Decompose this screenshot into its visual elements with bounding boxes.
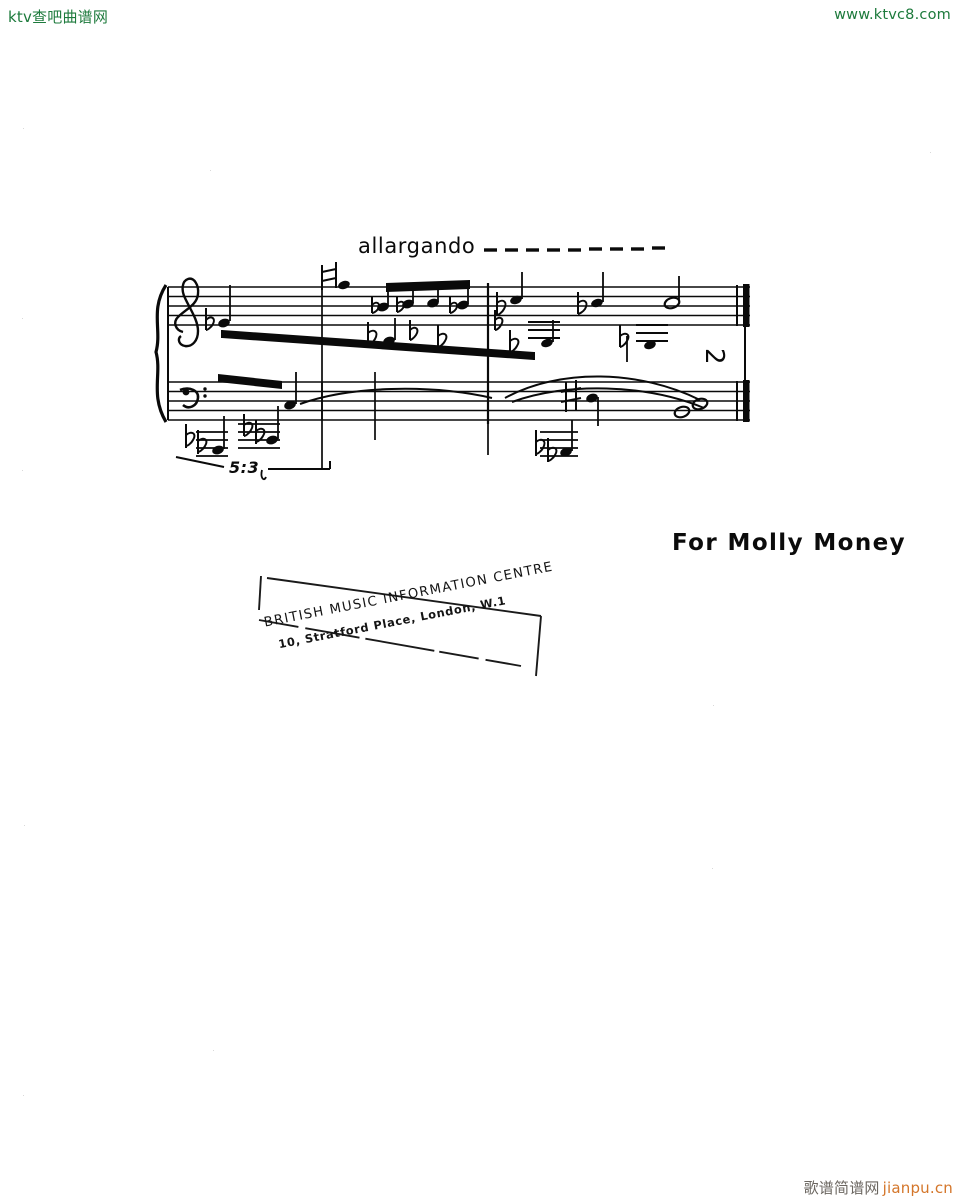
scan-speck: [22, 318, 23, 319]
scan-speck: [210, 170, 211, 171]
pedal-mark: [260, 469, 267, 481]
watermark-top-left: ktv查吧曲谱网: [8, 8, 109, 26]
scan-speck: [22, 470, 23, 471]
dedication-text: For Molly Money: [672, 530, 907, 556]
treble-clef: [174, 277, 200, 348]
watermark-top-right: www.ktvc8.com: [834, 7, 951, 23]
slur: [504, 375, 701, 401]
scan-speck: [23, 1095, 24, 1096]
bass-clef: [179, 387, 207, 409]
scan-speck: [213, 1050, 214, 1051]
final-double-barline: [736, 284, 750, 422]
slur: [511, 387, 705, 409]
stamp-border: [258, 575, 542, 677]
system-brace: [154, 284, 168, 423]
bass-staff-lines: [168, 381, 750, 421]
scan-speck: [712, 868, 713, 869]
allargando-dash-line: [484, 246, 665, 252]
scan-speck: [24, 825, 25, 826]
slur: [299, 387, 493, 405]
stamp-text-group: BRITISH MUSIC INFORMATION CENTRE. 10, St…: [263, 559, 553, 652]
tuplet-bracket-5-3: [175, 456, 331, 470]
tuplet-label-5-3: 5:3: [229, 458, 260, 477]
bass-notation: [185, 372, 709, 470]
watermark-bottom-right-en: jianpu.cn: [882, 1179, 953, 1197]
scan-speck: [930, 152, 931, 153]
music-staff-system: 2: [154, 262, 750, 481]
scan-speck: [713, 705, 714, 706]
library-stamp: BRITISH MUSIC INFORMATION CENTRE. 10, St…: [253, 548, 553, 680]
tempo-marking-allargando: allargando: [358, 234, 476, 258]
svg-text:2: 2: [699, 348, 729, 365]
scan-speck: [23, 128, 24, 129]
watermark-bottom-right-cn: 歌谱简谱网: [803, 1179, 880, 1197]
treble-notation: 2: [205, 262, 729, 420]
